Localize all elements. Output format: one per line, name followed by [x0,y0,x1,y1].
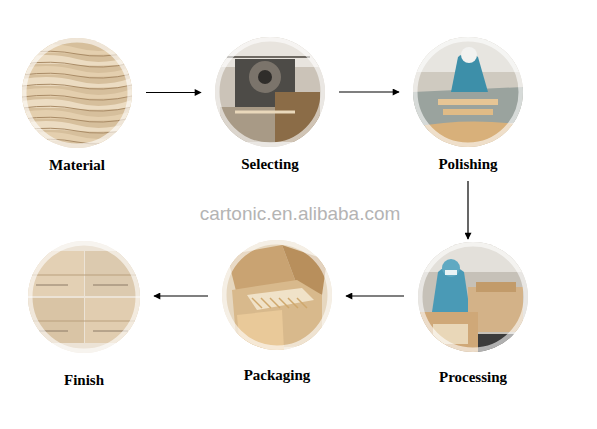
watermark: cartonic.en.alibaba.com [200,203,401,225]
step-photo [215,37,325,147]
veneer-stack [22,77,132,88]
veneer-stack [22,132,132,143]
photo-rim [415,39,521,145]
photo-rim [30,243,138,351]
process-step: Selecting [215,37,325,173]
photo-rim [217,39,323,145]
process-step: Polishing [413,37,523,173]
photo-line [28,321,140,322]
process-step: Material [22,38,132,174]
process-step: Finish [28,241,140,389]
process-step: Processing [418,242,528,386]
photo-circle [215,37,325,147]
photo-ground [222,240,332,350]
photo-ground [418,242,528,352]
veneer-stack [22,88,132,99]
step-label: Processing [418,368,528,386]
step-photo [22,38,132,148]
photo-circle [22,38,132,148]
step-photo [28,241,140,353]
step-label: Packaging [222,366,332,384]
photo-rim [420,244,526,350]
photo-ground [413,37,523,147]
photo-line [22,139,132,144]
process-step: Packaging [222,240,332,384]
photo-line [225,56,310,58]
step-label: Selecting [215,155,325,173]
photo-part [442,259,460,277]
photo-line [279,298,289,308]
photo-part [258,70,272,84]
photo-line [252,298,262,308]
photo-ground [215,37,325,147]
veneer-stack [22,99,132,110]
photo-line [235,111,295,114]
photo-rim [224,242,330,348]
step-label: Finish [28,371,140,389]
photo-line [288,298,298,308]
flow-arrow [346,295,404,296]
photo-part [443,109,493,115]
flow-arrow [146,92,201,93]
veneer-stack [22,66,132,77]
step-label: Polishing [413,155,523,173]
step-photo [413,37,523,147]
photo-part [476,282,516,292]
photo-part [249,61,281,93]
photo-line [36,285,128,331]
photo-line [261,298,271,308]
flow-arrow [467,181,468,239]
step-photo [418,242,528,352]
photo-part [445,270,457,275]
photo-line [270,298,280,308]
photo-line [297,298,307,308]
sticks [247,288,314,310]
step-photo [222,240,332,350]
photo-circle [222,240,332,350]
photo-ground [28,241,140,353]
photo-circle [418,242,528,352]
photo-part [461,47,477,63]
step-label: Material [22,156,132,174]
photo-part [438,99,498,105]
photo-line [28,275,140,276]
veneer-stack [22,110,132,121]
photo-circle [413,37,523,147]
flow-arrow [339,91,399,92]
flow-arrow [154,295,208,296]
photo-rim [24,40,130,146]
worker [432,266,470,312]
photo-circle [28,241,140,353]
photo-ground [22,38,132,148]
